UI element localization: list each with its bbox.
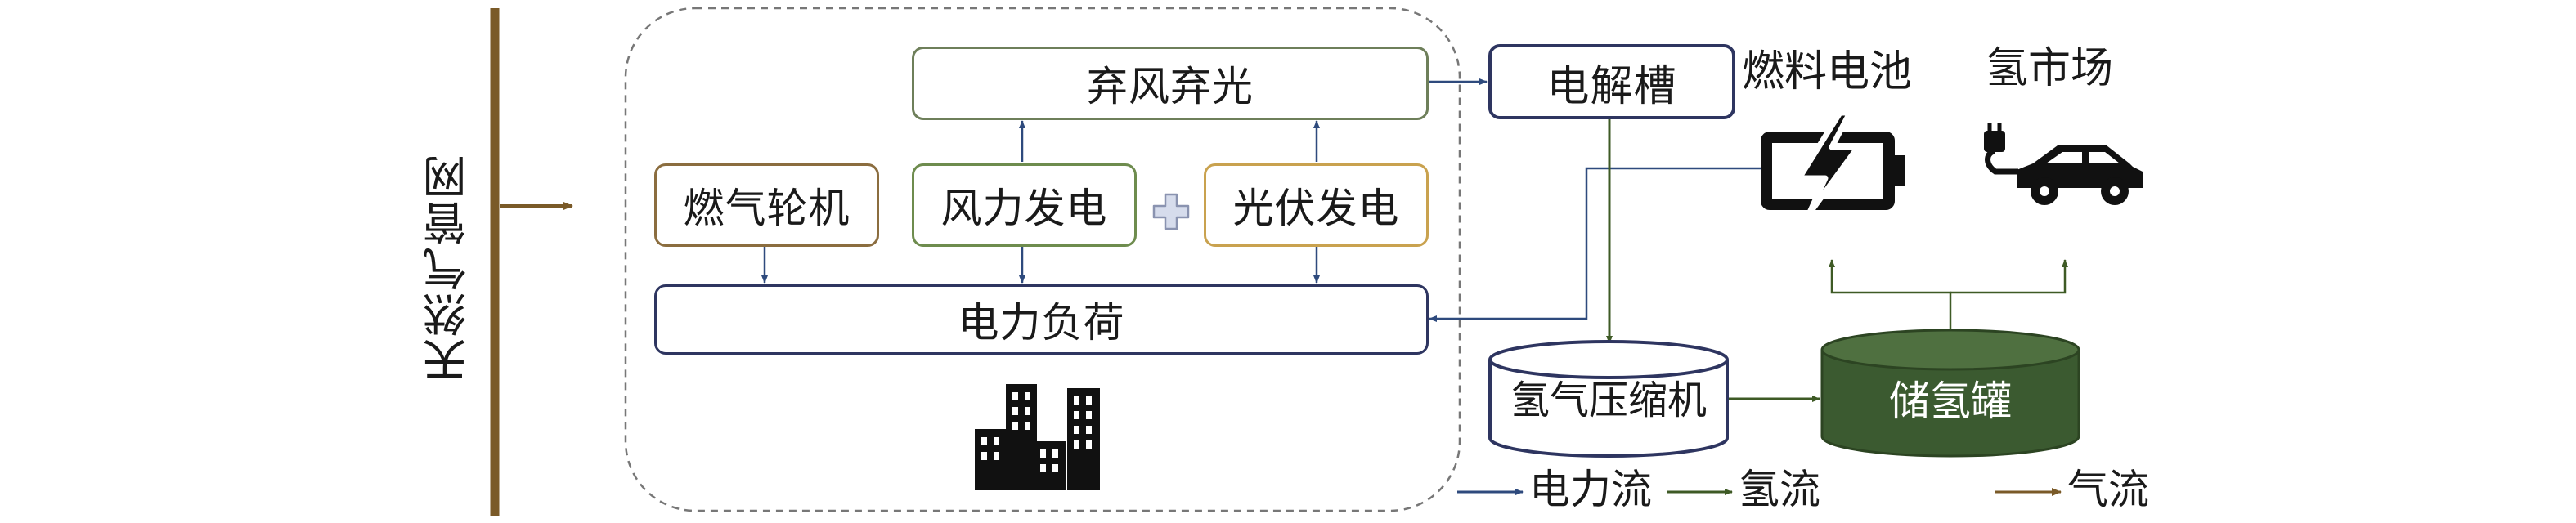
legend-hydrogen-label: 氢流: [1739, 466, 1820, 513]
storage-tank-label: 储氢罐: [1889, 378, 2012, 425]
electric-load-block: 电力负荷: [654, 284, 1429, 355]
microgrid-boundary: [624, 7, 1461, 512]
electric-car-icon: [1984, 123, 2143, 205]
line-tank-branch: [1829, 259, 1952, 337]
storage-tank-cylinder: [1820, 329, 2080, 458]
compressor-label: 氢气压缩机: [1510, 378, 1707, 423]
battery-charging-icon: [1761, 110, 1905, 217]
electrolyzer-block: 电解槽: [1488, 44, 1735, 119]
wind-power-block: 风力发电: [912, 163, 1137, 247]
curtailment-block: 弃风弃光: [912, 47, 1429, 120]
fuel-cell-label: 燃料电池: [1742, 47, 1913, 96]
arrow-fuelcell-to-load: [1429, 167, 1766, 322]
legend-electric-label: 电力流: [1529, 466, 1652, 513]
legend-gas-label: 气流: [2067, 466, 2149, 513]
pv-power-block: 光伏发电: [1204, 163, 1429, 247]
line-tank-branch-right: [1950, 259, 2068, 294]
hydrogen-market-label: 氢市场: [1986, 44, 2114, 93]
buildings-icon: [975, 384, 1100, 490]
plus-icon: [1152, 193, 1190, 230]
compressor-cylinder: [1488, 340, 1729, 458]
gas-turbine-block: 燃气轮机: [654, 163, 879, 247]
pipeline-label: 天然气管网: [423, 154, 474, 382]
